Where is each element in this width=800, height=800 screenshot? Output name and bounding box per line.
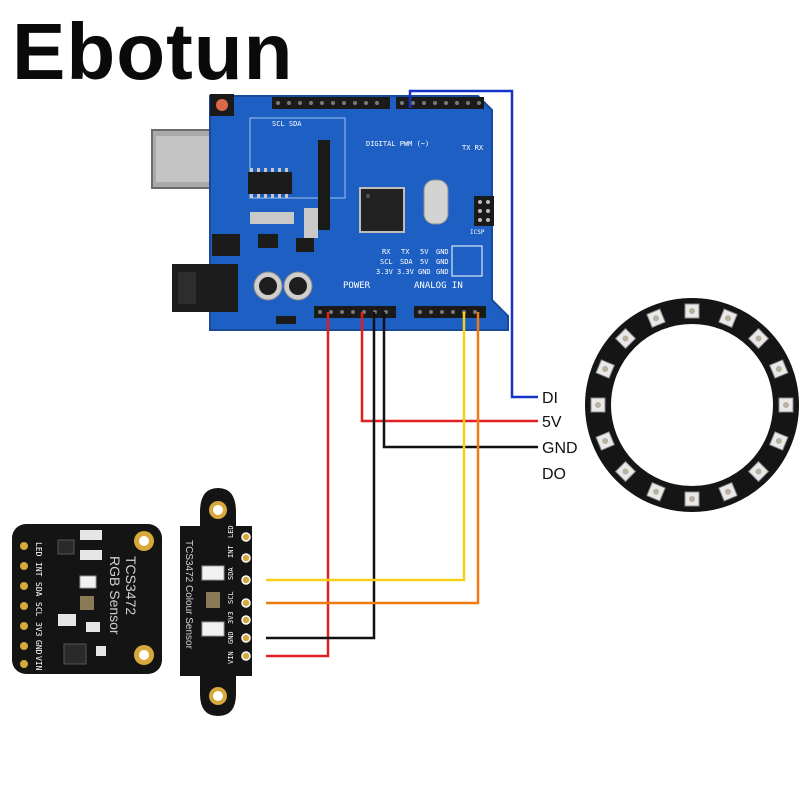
svg-text:5V: 5V xyxy=(420,248,429,256)
brand-logo-text: Ebotun xyxy=(12,7,294,96)
wires xyxy=(266,89,538,658)
analog-header xyxy=(414,306,486,318)
wire-yellow-sda xyxy=(266,312,466,582)
right-sensor-pin-labels: LED INT SDA SCL 3V3 GND VIN xyxy=(227,525,235,664)
ring-pin-5v-label: 5V xyxy=(542,414,562,431)
crystal xyxy=(423,179,449,225)
svg-text:RX: RX xyxy=(382,248,391,256)
digital-pwm-label: DIGITAL PWM (~) xyxy=(366,140,429,148)
svg-text:3V3: 3V3 xyxy=(227,611,235,624)
ring-leds xyxy=(590,303,794,507)
wire-red-ring-5v xyxy=(360,312,538,423)
ring-led-die xyxy=(775,438,782,444)
ring-led-die xyxy=(783,402,789,408)
svg-text:SDA: SDA xyxy=(227,567,235,580)
color-sensor-chip xyxy=(206,592,220,608)
ring-led-die xyxy=(689,308,695,314)
wire-black-ring-gnd xyxy=(382,312,538,449)
ring-led-die xyxy=(725,488,731,495)
svg-text:SCL: SCL xyxy=(380,258,393,266)
svg-text:GND: GND xyxy=(418,268,431,276)
svg-text:3.3V: 3.3V xyxy=(376,268,394,276)
ring-led-die xyxy=(725,315,731,322)
svg-text:GND: GND xyxy=(436,248,449,256)
wire-red-sensor-vin xyxy=(266,312,330,658)
digital-header-right xyxy=(396,97,484,109)
ring-led-die xyxy=(622,468,629,475)
left-sensor-subtitle: RGB Sensor xyxy=(107,556,123,635)
svg-text:3V3: 3V3 xyxy=(34,622,43,637)
ring-led-die xyxy=(653,315,659,322)
white-led xyxy=(79,575,97,589)
ring-led-die xyxy=(775,366,782,372)
wire-orange-scl xyxy=(266,312,480,605)
color-sensor-chip xyxy=(80,596,94,610)
analog-in-label: ANALOG IN xyxy=(414,281,463,291)
ring-led-die xyxy=(755,335,762,342)
arduino-board: SCL SDA TX RX DIGITAL PWM (~) ICSP xyxy=(151,94,509,331)
white-led xyxy=(201,565,225,581)
ring-led-die xyxy=(622,335,629,342)
ring-led-die xyxy=(602,366,609,372)
svg-text:SDA: SDA xyxy=(34,582,43,597)
left-sensor-title: TCS3472 xyxy=(123,556,139,615)
svg-text:SCL: SCL xyxy=(227,591,235,604)
ring-led-die xyxy=(595,402,601,408)
svg-text:SCL: SCL xyxy=(34,602,43,617)
ring-led-die xyxy=(755,468,762,475)
ring-pin-di-label: DI xyxy=(542,390,558,407)
wire-blue-data xyxy=(408,89,538,399)
svg-text:LED: LED xyxy=(34,542,43,557)
svg-text:GND: GND xyxy=(436,258,449,266)
svg-text:TX: TX xyxy=(401,248,410,256)
ring-led-die xyxy=(602,438,609,444)
ring-pin-do-label: DO xyxy=(542,466,566,483)
svg-text:GND: GND xyxy=(34,640,43,655)
icsp-label: ICSP xyxy=(470,229,485,236)
svg-text:VIN: VIN xyxy=(227,651,235,664)
svg-text:GND: GND xyxy=(227,631,235,644)
ring-led-die xyxy=(653,488,659,495)
svg-text:GND: GND xyxy=(436,268,449,276)
white-led xyxy=(201,621,225,637)
icsp-header xyxy=(474,196,494,226)
svg-text:SDA: SDA xyxy=(400,258,413,266)
ring-pin-gnd-label: GND xyxy=(542,440,578,457)
power-label: POWER xyxy=(343,281,371,291)
neopixel-ring xyxy=(585,298,799,512)
svg-text:VIN: VIN xyxy=(34,656,43,671)
tcs3472-colour-sensor-board: TCS3472 Colour Sensor LED INT SDA SCL 3V… xyxy=(180,488,252,716)
right-sensor-title: TCS3472 Colour Sensor xyxy=(183,540,194,650)
svg-text:LED: LED xyxy=(227,525,235,538)
svg-text:3.3V: 3.3V xyxy=(397,268,415,276)
svg-text:INT: INT xyxy=(227,545,235,558)
top-header-label-left: SCL SDA xyxy=(272,120,302,128)
svg-text:INT: INT xyxy=(34,562,43,577)
left-sensor-pin-labels: LED INT SDA SCL 3V3 GND VIN xyxy=(34,542,43,671)
top-header-label-right: TX RX xyxy=(462,144,484,152)
wire-black-sensor-gnd xyxy=(266,312,376,640)
ring-led-die xyxy=(689,496,695,502)
svg-text:5V: 5V xyxy=(420,258,429,266)
tcs3472-rgb-sensor-board: LED INT SDA SCL 3V3 GND VIN TCS3472 RGB … xyxy=(12,524,162,674)
